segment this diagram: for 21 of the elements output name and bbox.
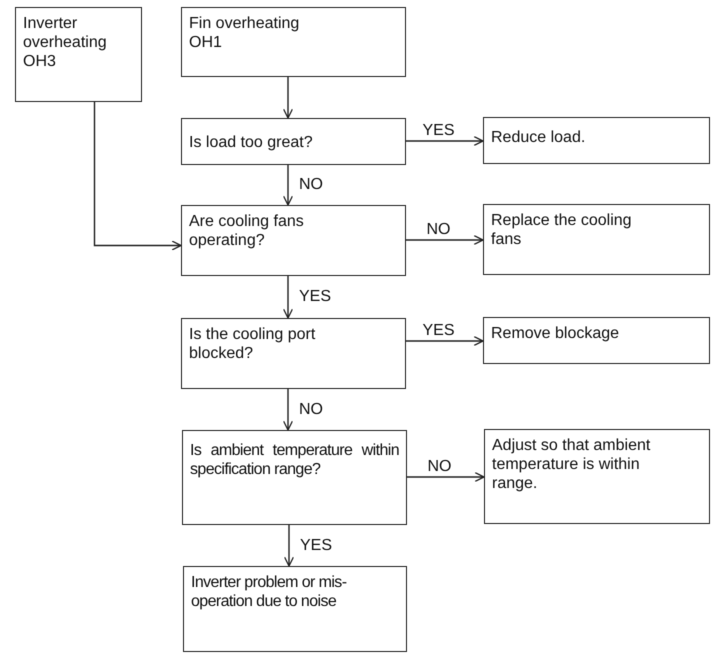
arrow	[407, 472, 485, 482]
action-box: Remove blockage	[483, 317, 710, 364]
arrow	[284, 525, 294, 567]
arrow	[406, 136, 484, 146]
action-box: Replace the cooling fans	[483, 204, 710, 275]
arrow	[94, 102, 182, 251]
start-box: Fin overheating OH1	[181, 7, 406, 77]
action-box: Adjust so that ambient temperature is within range.	[484, 429, 710, 524]
arrow	[282, 276, 294, 319]
decision-box: Are cooling fans operating?	[181, 205, 406, 276]
arrow	[282, 77, 294, 119]
decision-box: Is ambient temperature within specification range?	[182, 430, 407, 525]
decision-box: Is the cooling port blocked?	[181, 318, 406, 389]
decision-box: Is load too great?	[181, 118, 406, 165]
decision-box: Inverter problem or mis-operation due to noise	[183, 566, 407, 652]
arrow	[282, 165, 294, 206]
arrow	[406, 234, 484, 246]
action-box: Reduce load.	[483, 117, 710, 164]
arrow	[282, 389, 294, 431]
start-box: Inverter overheating OH3	[15, 7, 142, 102]
arrow	[406, 336, 484, 346]
